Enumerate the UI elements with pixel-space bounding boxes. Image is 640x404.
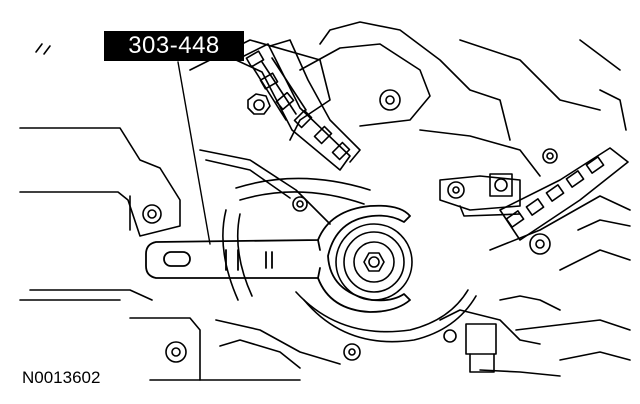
- tensioner-bracket: [439, 173, 521, 217]
- holding-tool-303-448: [145, 204, 411, 313]
- figure-id: N0013602: [22, 368, 101, 387]
- timing-chain-left: [199, 39, 361, 225]
- chain-links-left: [245, 50, 351, 161]
- crankshaft-sprocket: [222, 177, 477, 343]
- tool-number-label: 303-448: [104, 31, 244, 61]
- sketch-marks: [35, 43, 51, 55]
- tool-slot: [163, 251, 191, 267]
- engine-block-lower: [215, 219, 631, 377]
- timing-cover-upper: [189, 21, 627, 177]
- engine-block-left: [19, 127, 301, 381]
- leader-line: [177, 61, 211, 245]
- guide-bolt-left: [247, 93, 271, 115]
- crank-bolt: [363, 252, 385, 272]
- crankshaft-hub: [335, 223, 413, 301]
- timing-chain-right: [489, 147, 631, 271]
